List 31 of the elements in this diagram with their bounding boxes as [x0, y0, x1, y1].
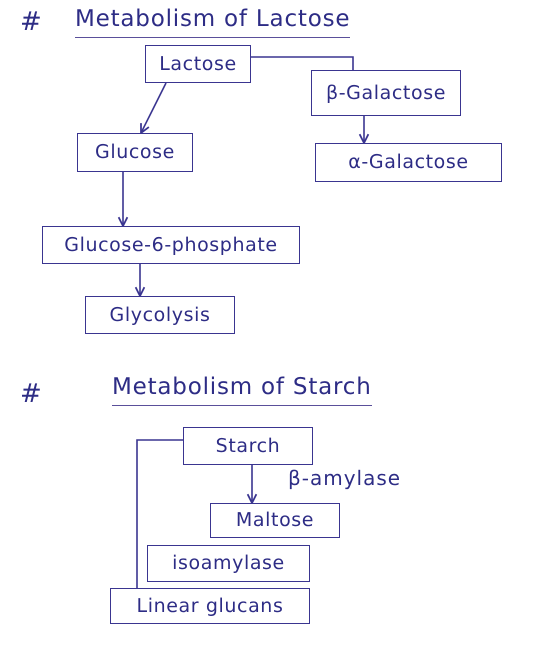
- box-label: β-Galactose: [326, 82, 446, 104]
- process-box: [311, 70, 461, 116]
- process-box: [85, 296, 235, 334]
- heading-marker: #: [20, 8, 42, 37]
- arrow: [134, 264, 146, 297]
- connector-line: [136, 439, 183, 588]
- process-box: [42, 226, 300, 264]
- box-label: α-Galactose: [348, 151, 469, 174]
- section-heading: Metabolism of Lactose: [75, 6, 350, 38]
- process-box: [315, 143, 502, 182]
- box-label: Linear glucans: [136, 594, 284, 618]
- process-box: [183, 427, 313, 465]
- box-label: Glucose: [95, 141, 175, 164]
- process-box: [147, 545, 310, 582]
- arrow: [140, 82, 167, 134]
- process-box: [110, 588, 310, 624]
- box-label: Lactose: [159, 52, 237, 76]
- process-box: [210, 503, 340, 538]
- box-label: Starch: [216, 434, 280, 458]
- box-label: isoamylase: [172, 552, 285, 575]
- arrow: [358, 116, 370, 144]
- box-label: Glycolysis: [110, 304, 210, 326]
- connector-line: [251, 56, 354, 70]
- box-label: Glucose-6-phosphate: [64, 234, 278, 256]
- arrow: [246, 465, 258, 504]
- process-box: [145, 45, 251, 83]
- process-box: [77, 133, 193, 172]
- heading-marker: #: [20, 380, 42, 409]
- arrow: [118, 172, 128, 227]
- box-label: Maltose: [236, 509, 314, 532]
- section-heading: Metabolism of Starch: [112, 374, 372, 406]
